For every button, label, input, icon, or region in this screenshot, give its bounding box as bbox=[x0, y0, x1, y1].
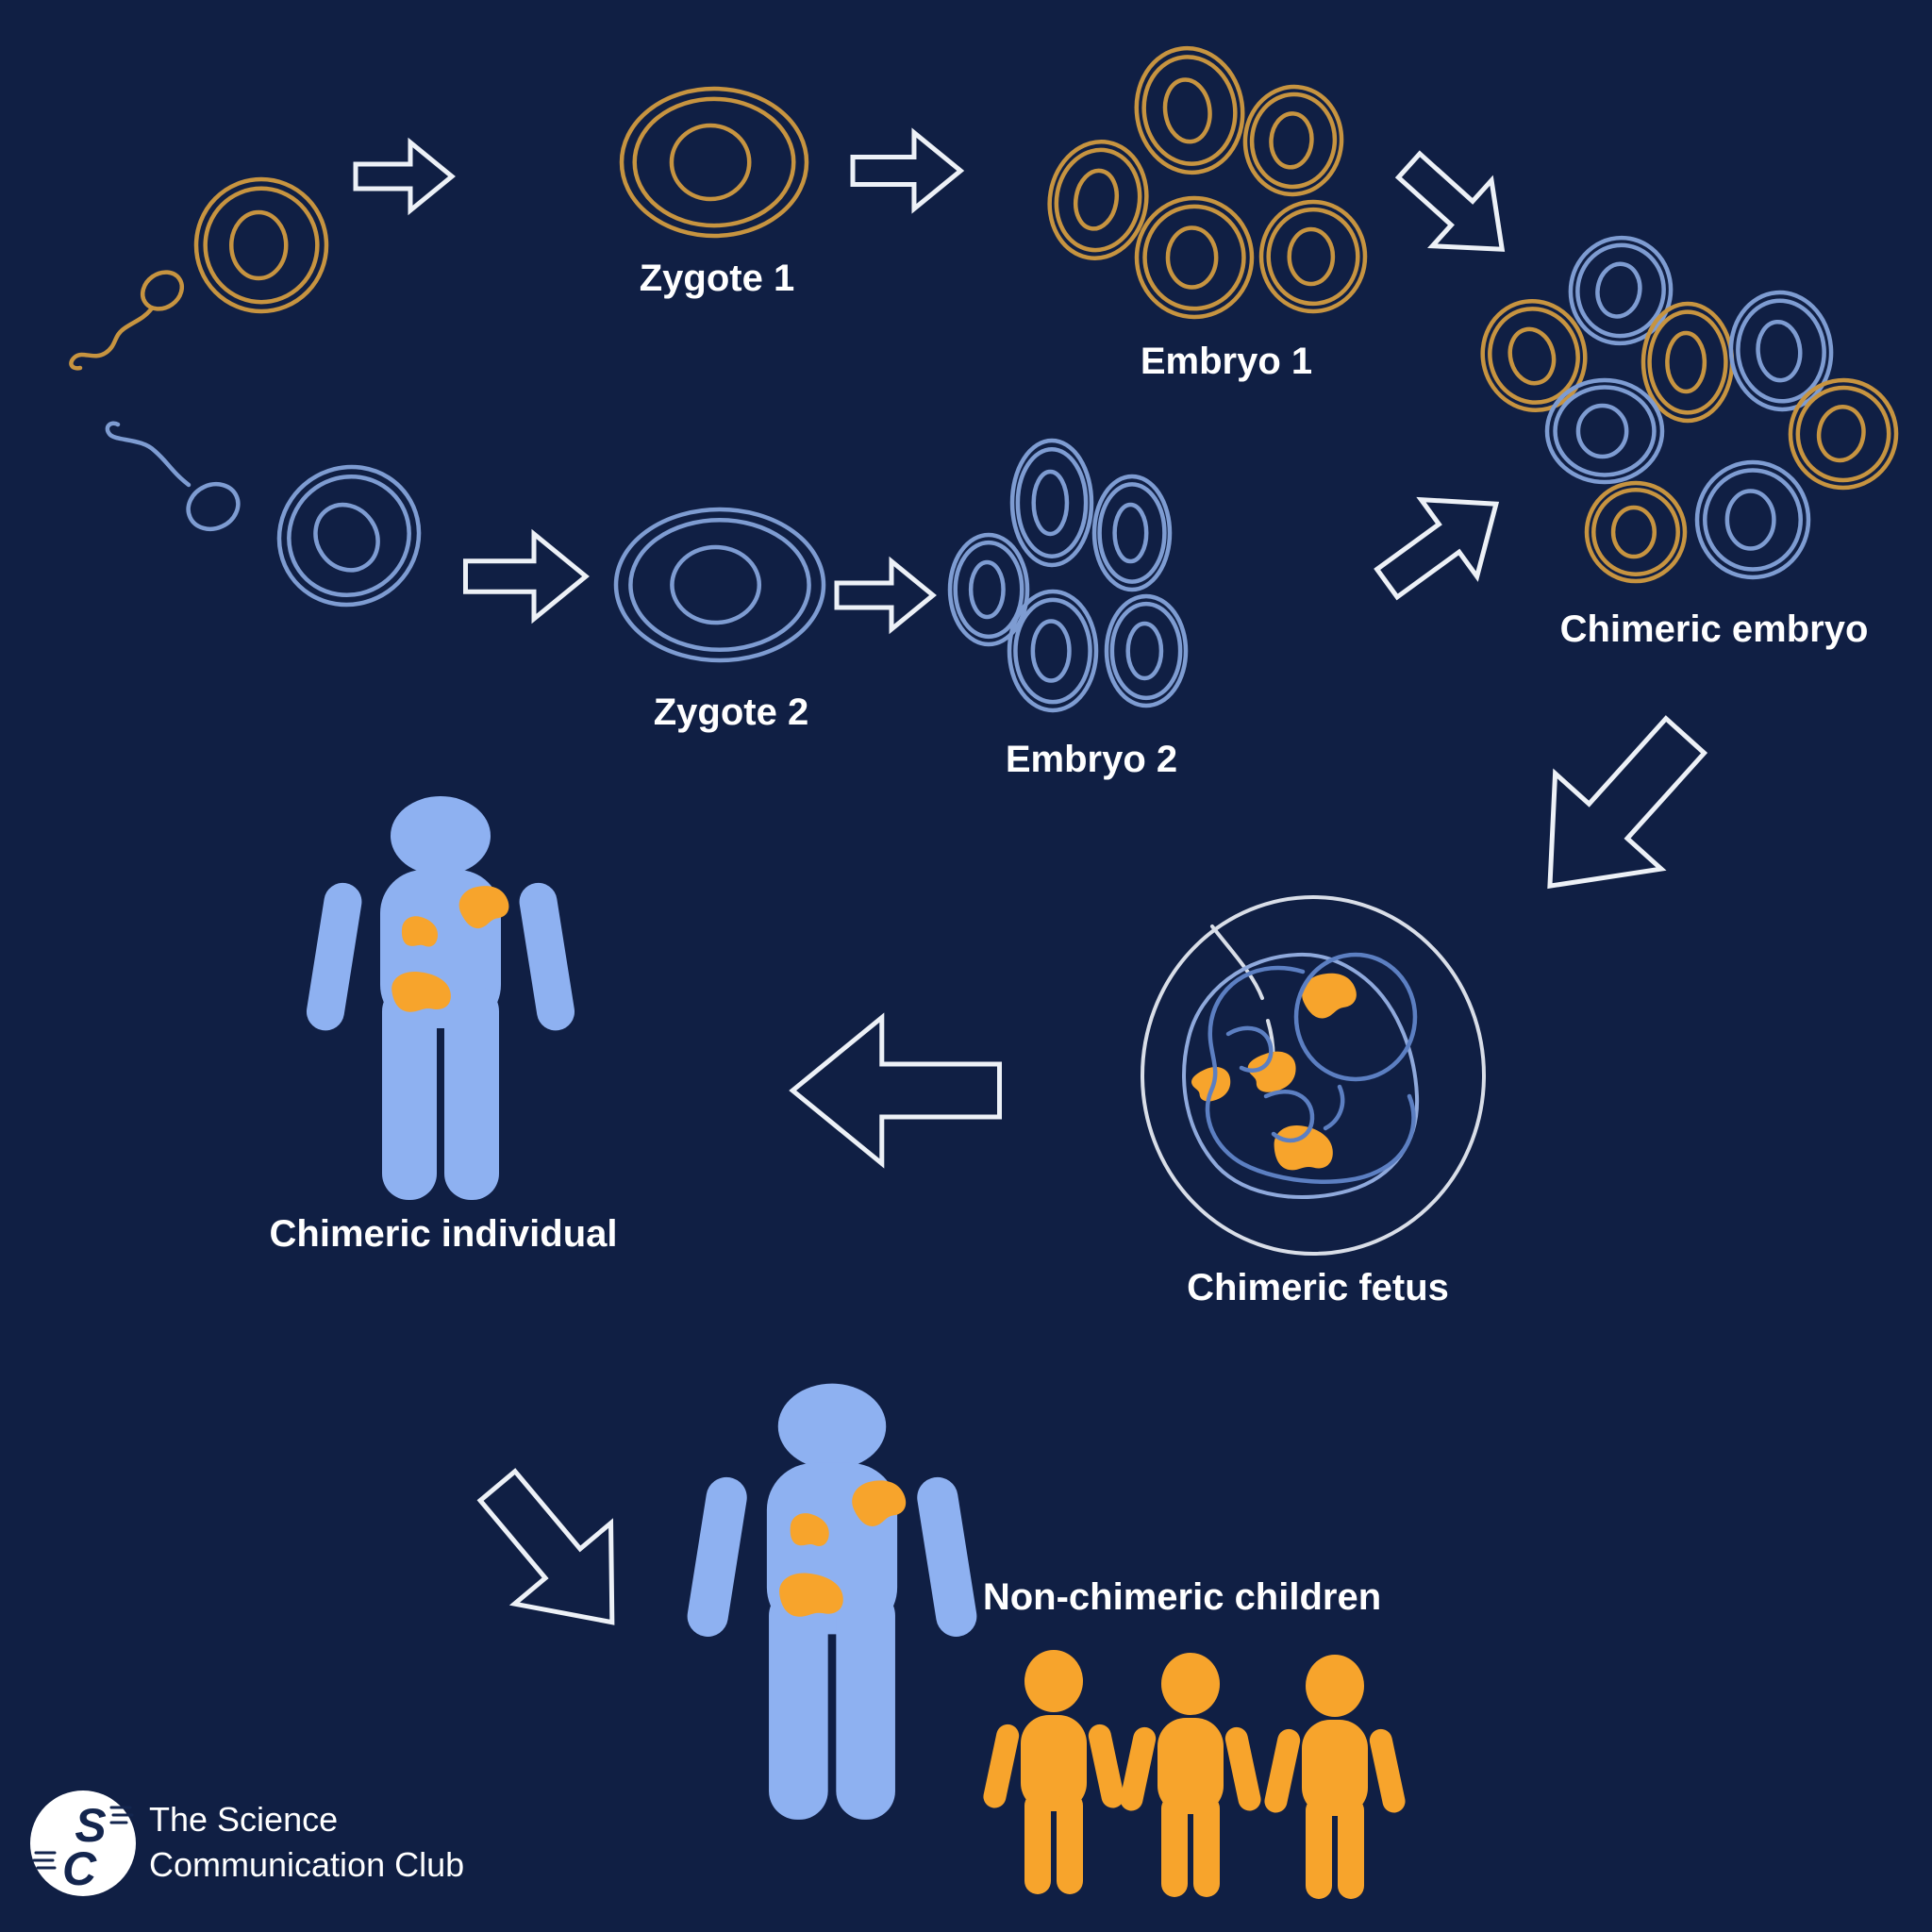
arrow-merge-top-icon bbox=[1379, 133, 1531, 282]
arrow-merge-bottom-icon bbox=[1359, 465, 1524, 621]
sperm-cell-blue bbox=[105, 421, 241, 532]
zygote-1-cell bbox=[622, 89, 807, 236]
arrow-to-fetus-icon bbox=[1497, 688, 1739, 933]
chimeric-embryo-cells bbox=[1471, 230, 1905, 581]
chimeric-fetus-label: Chimeric fetus bbox=[1187, 1267, 1449, 1308]
chimeric-fetus bbox=[1141, 895, 1486, 1256]
egg-cell-orange bbox=[196, 179, 326, 311]
arrow-fertilization-1-icon bbox=[356, 142, 452, 210]
logo-monogram-top: S bbox=[75, 1799, 106, 1852]
zygote-2-label: Zygote 2 bbox=[654, 691, 808, 733]
chimeric-parent-figure bbox=[685, 1384, 980, 1820]
chimeric-embryo-label: Chimeric embryo bbox=[1560, 608, 1869, 650]
embryo-1-cells bbox=[1041, 42, 1365, 317]
embryo-2-cells bbox=[950, 441, 1186, 710]
embryo-1-label: Embryo 1 bbox=[1141, 341, 1312, 382]
logo-monogram-bottom: C bbox=[62, 1842, 97, 1895]
zygote-1-label: Zygote 1 bbox=[640, 258, 794, 299]
chimeric-individual-figure bbox=[304, 796, 577, 1200]
arrow-fertilization-2-icon bbox=[466, 534, 587, 619]
sperm-cell-orange bbox=[69, 270, 185, 371]
arrow-to-offspring-icon bbox=[450, 1445, 660, 1662]
zygote-2-cell bbox=[616, 509, 824, 660]
logo-text-line1: The Science bbox=[149, 1800, 338, 1839]
arrow-cleavage-1-icon bbox=[853, 133, 960, 209]
chimeric-individual-label: Chimeric individual bbox=[270, 1213, 618, 1255]
logo-text-line2: Communication Club bbox=[149, 1845, 464, 1884]
arrow-cleavage-2-icon bbox=[837, 561, 933, 629]
egg-cell-blue bbox=[252, 440, 445, 632]
arrow-to-individual-icon bbox=[792, 1018, 999, 1164]
non-chimeric-children-label: Non-chimeric children bbox=[983, 1576, 1381, 1618]
science-communication-club-logo: S C The Science Communication Club bbox=[30, 1790, 464, 1896]
embryo-2-label: Embryo 2 bbox=[1006, 739, 1177, 780]
non-chimeric-children-figures bbox=[981, 1650, 1407, 1899]
logo-circle-icon bbox=[30, 1790, 136, 1896]
